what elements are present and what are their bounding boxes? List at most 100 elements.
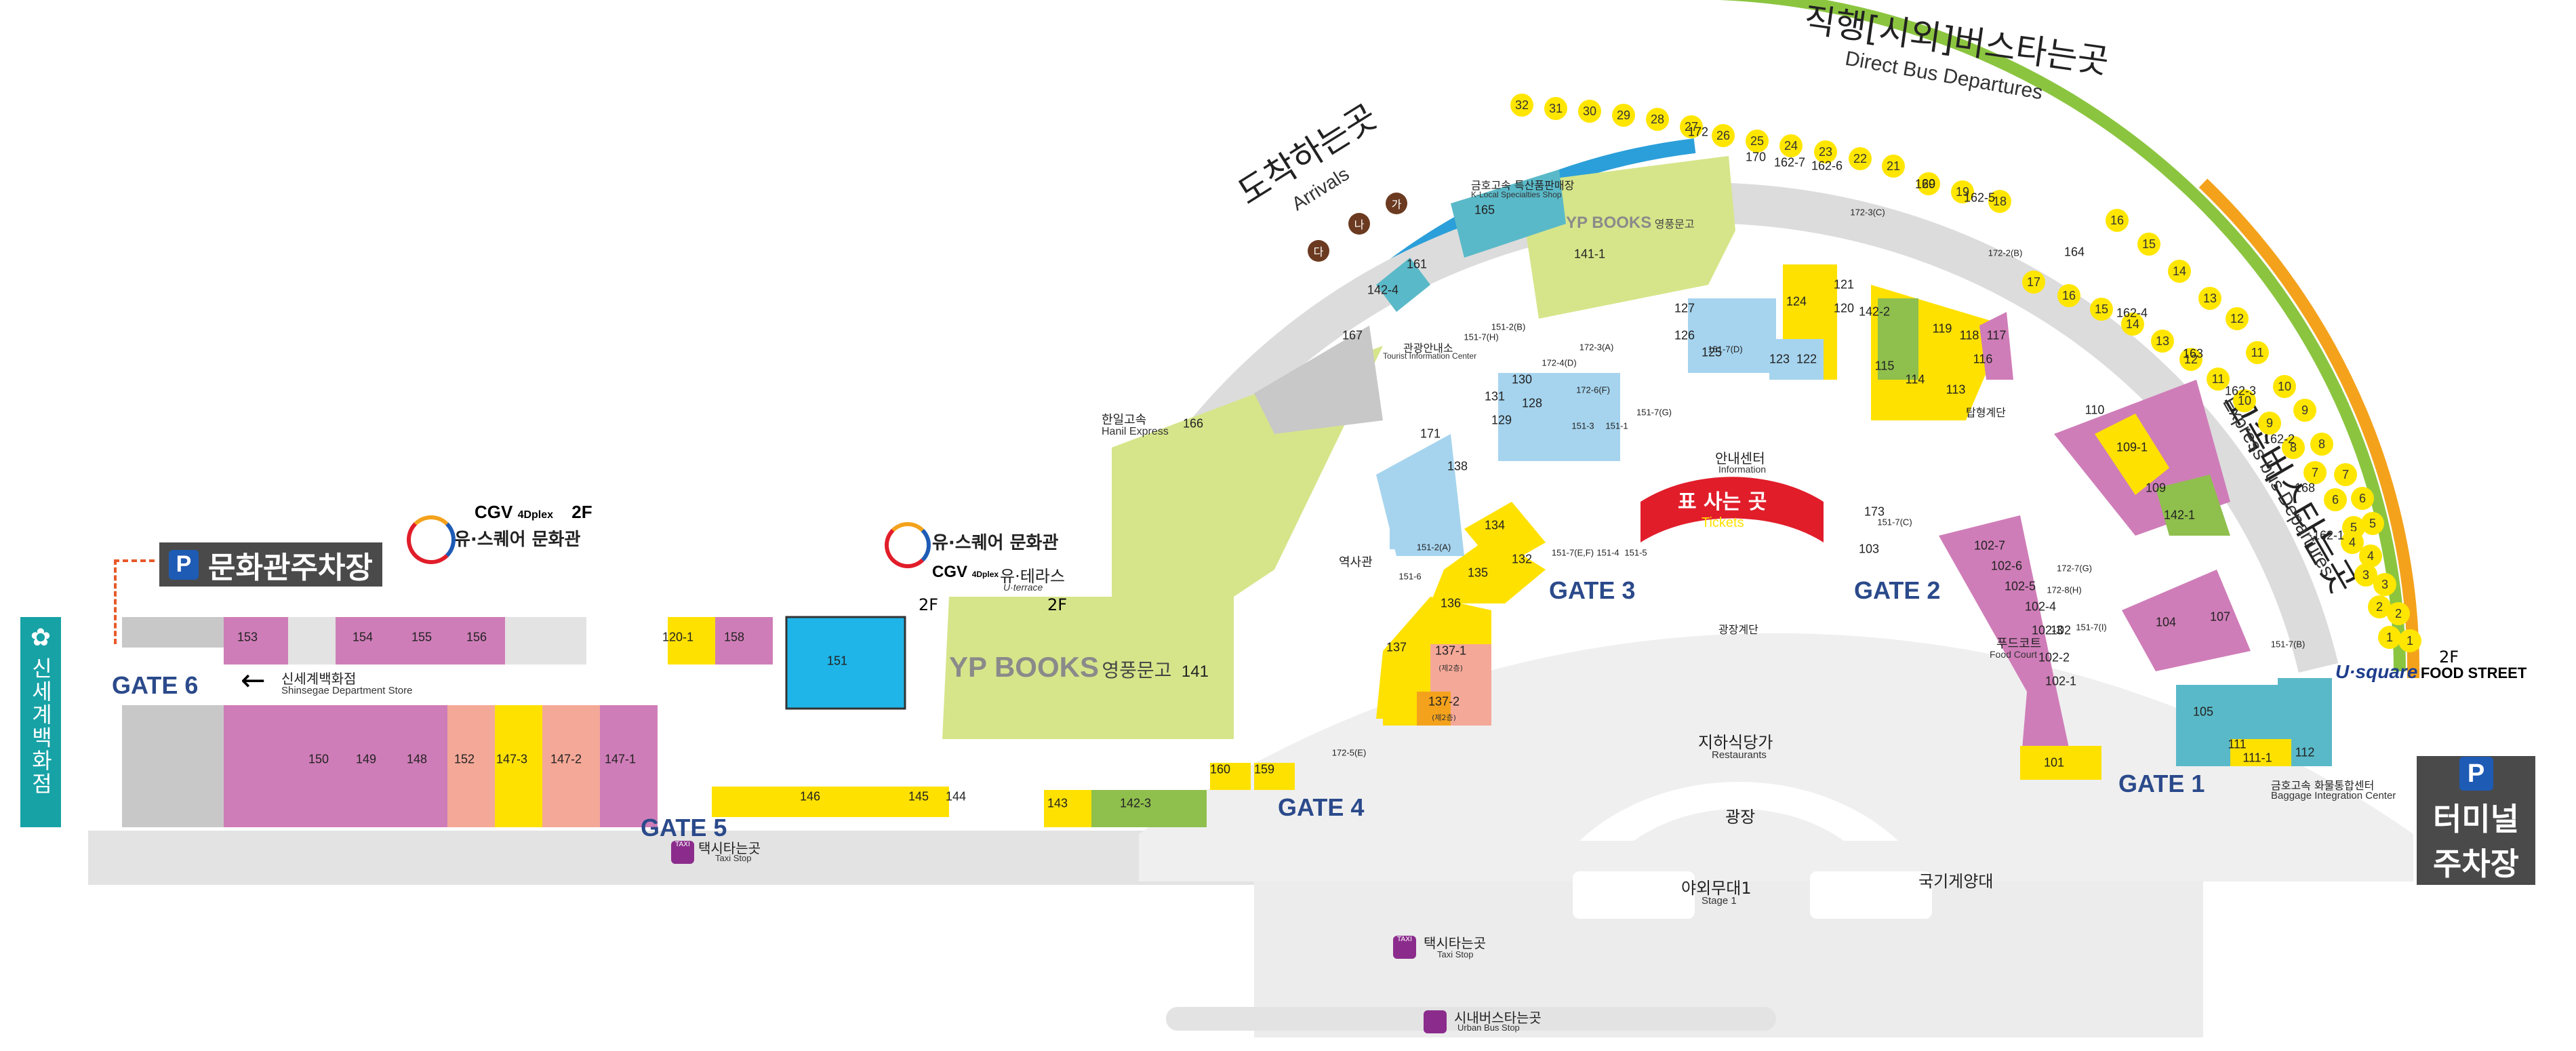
spiral-stairs-label: 탑형계단 [1966, 406, 2006, 419]
cgv-4dplex: 4Dplex [517, 509, 554, 521]
unit-142-4: 142-4 [1367, 283, 1399, 297]
usquare-2f-a: 2F [919, 595, 939, 614]
express-bus-stop-5: 5 [2361, 512, 2384, 535]
stage-label-en: Stage 1 [1702, 895, 1737, 907]
unit-153: 153 [237, 630, 258, 644]
unit-102-7: 102-7 [1973, 538, 2006, 553]
tourist-info: 관광안내소 [1403, 342, 1453, 355]
cgv-brand-2: CGV [932, 563, 968, 581]
direct-bus-stop-26: 26 [1712, 124, 1735, 147]
ypbooks-ko: 영풍문고 [1102, 660, 1172, 681]
cgv-logo-west: CGV 4Dplex 2F [475, 502, 592, 523]
plaza-stairs-label: 광장계단 [1718, 623, 1758, 636]
hanil-label-en: Hanil Express [1102, 426, 1169, 437]
direct-bus-stop-21: 21 [1882, 155, 1905, 178]
ypbooks-top-brand: YP BOOKS [1566, 214, 1652, 232]
direct-bus-stop-31: 31 [1544, 97, 1567, 120]
unit-115: 115 [1874, 359, 1895, 373]
unit-165: 165 [1474, 203, 1495, 217]
hanil-label: 한일고속 [1102, 413, 1147, 427]
unit-154: 154 [352, 630, 374, 644]
unit-172-3a: 172-3(A) [1579, 342, 1614, 353]
unit-151-4: 151-4 [1596, 547, 1619, 558]
urban-bus-icon [1424, 1010, 1447, 1033]
unit-102-3: 102-3 [2031, 623, 2064, 637]
unit-111: 111 [2228, 737, 2247, 751]
express-bus-stop-2: 2 [2368, 595, 2391, 618]
unit-105: 105 [2192, 705, 2214, 719]
unit-138: 138 [1447, 459, 1468, 473]
express-bus-stop-16: 16 [2106, 209, 2129, 232]
express-bus-stop-15: 15 [2137, 233, 2160, 256]
urban-bus-label: 시내버스타는곳 [1454, 1010, 1542, 1026]
direct-bus-stop-29: 29 [1612, 104, 1635, 127]
ypbooks-upper-area [1518, 156, 1735, 319]
unit-107: 107 [2209, 610, 2231, 624]
ypbooks-logo: YP BOOKS 영풍문고 141 [949, 651, 1209, 683]
unit-172-3c: 172-3(C) [1850, 207, 1885, 218]
usquare-food-2f: 2F [2439, 648, 2459, 667]
restaurants-label: 지하식당가 [1698, 733, 1773, 752]
direct-bus-stop-25: 25 [1746, 130, 1769, 153]
unit-172-6f: 172-6(F) [1576, 384, 1610, 395]
kumho-shop-label: 금호고속 특산품판매장 [1471, 179, 1575, 192]
unit-151-7h: 151-7(H) [1464, 332, 1499, 342]
history-hall-label: 역사관 [1339, 555, 1373, 570]
food-court-label: 푸드코트 [1996, 637, 2042, 651]
ticket-label: 표 사는 곳 [1678, 490, 1767, 514]
unit-142-1: 142-1 [2163, 508, 2196, 522]
baggage-label: 금호고속 화물통합센터 [2271, 779, 2375, 792]
express-bus-stop-10: 10 [2273, 375, 2296, 398]
unit-128: 128 [1521, 396, 1543, 410]
taxi-center-icon: TAXI [1393, 936, 1416, 959]
unit-151-5: 151-5 [1624, 547, 1647, 558]
unit-126: 126 [1674, 328, 1695, 342]
unit-136: 136 [1440, 596, 1462, 610]
unit-146: 146 [799, 789, 821, 804]
info-center-en: Information [1718, 464, 1767, 475]
unit-170: 170 [1745, 150, 1767, 164]
parking-icon: P [169, 549, 199, 580]
arrival-stop-3: 다 [1308, 240, 1329, 262]
unit-109: 109 [2145, 481, 2167, 495]
parking-icon-2: P [2459, 757, 2493, 791]
unit-151-7d: 151-7(D) [1708, 344, 1743, 355]
unit-147-1: 147-1 [604, 752, 637, 766]
unit-142-3: 142-3 [1119, 796, 1152, 810]
express-bus-stop-9: 9 [2293, 399, 2316, 422]
terminal-parking-sign: P 터미널 주차장 [2417, 756, 2535, 885]
unit-114: 114 [1905, 372, 1925, 386]
express-bus-stop-12: 12 [2226, 307, 2249, 330]
unit-160: 160 [1209, 762, 1231, 776]
unit-151-2b: 151-2(B) [1491, 321, 1526, 332]
unit-142-2: 142-2 [1858, 304, 1891, 319]
direct-bus-stop-8: 8 [2282, 436, 2305, 459]
unit-122: 122 [1796, 352, 1817, 366]
direct-bus-stop-1: 1 [2398, 629, 2421, 652]
unit-101: 101 [2043, 755, 2065, 770]
gate-2: GATE 2 [1854, 576, 1941, 604]
direct-bus-stop-17: 17 [2022, 271, 2045, 294]
terminal-parking-text-2: 주차장 [2433, 846, 2519, 882]
unit-163: 163 [2182, 346, 2204, 361]
unit-sub-2f-2: (제2층) [1432, 713, 1456, 722]
gate-5: GATE 5 [641, 814, 727, 841]
unit-113: 113 [1946, 382, 1966, 397]
flag-label: 국기게양대 [1918, 872, 1994, 891]
arrival-stop-2: 나 [1348, 213, 1370, 235]
tourist-info-en: Tourist Information Center [1383, 351, 1477, 361]
restaurants-label-en: Restaurants [1712, 749, 1767, 761]
unit-104: 104 [2155, 615, 2177, 629]
usquare-brand: U·square [2335, 661, 2418, 682]
unit-151-7b: 151-7(B) [2270, 639, 2306, 650]
unit-135: 135 [1467, 566, 1489, 580]
unit-151-1: 151-1 [1605, 420, 1628, 431]
express-bus-stop-4: 4 [2341, 531, 2364, 554]
unit-162-2: 162-2 [2263, 432, 2295, 446]
usquare-food-logo: U·square FOOD STREET [2335, 661, 2527, 683]
unit-102-5: 102-5 [2004, 579, 2036, 593]
ypbooks-top-logo: YP BOOKS 영풍문고 [1566, 214, 1695, 233]
unit-112: 112 [2295, 745, 2315, 759]
express-bus-stop-3: 3 [2354, 563, 2377, 587]
unit-143: 143 [1047, 796, 1068, 810]
